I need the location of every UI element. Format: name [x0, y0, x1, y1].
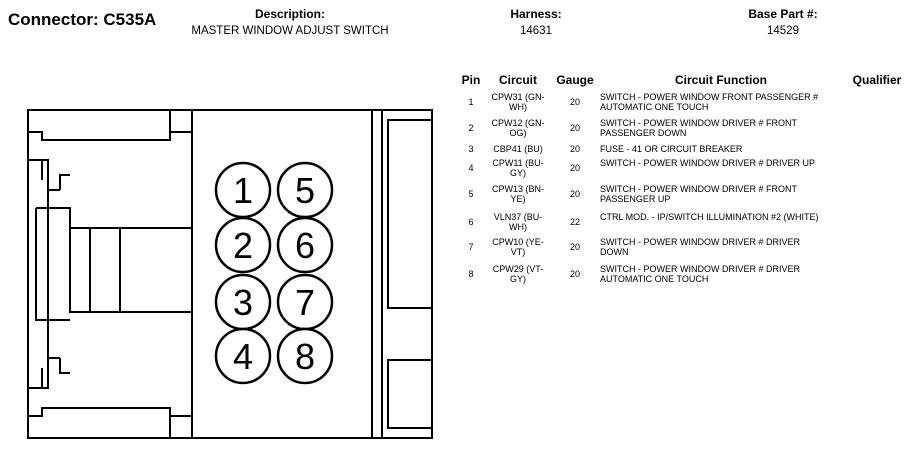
pin-number-6: 6: [295, 225, 315, 266]
table-row-gauge: 22: [569, 217, 580, 227]
table-row-gauge: 20: [569, 242, 580, 252]
pin-cavity-6: [276, 216, 334, 274]
base-part-label: Base Part #:: [748, 7, 818, 21]
pin-number-4: 4: [233, 336, 253, 377]
table-row-gauge: 20: [569, 269, 580, 279]
table-row-circuit: CPW10 (YE-VT): [492, 237, 544, 257]
table-row-circuit-function: FUSE - 41 OR CIRCUIT BREAKER: [600, 144, 743, 154]
col-head-circuit-function: Circuit Function: [675, 73, 767, 87]
pin-number-7: 7: [295, 282, 315, 323]
table-row-pin: 8: [468, 269, 474, 279]
connector-title: Connector: C535A: [8, 10, 157, 29]
description-label: Description:: [254, 7, 325, 21]
pin-number-5: 5: [295, 170, 315, 211]
table-row-pin: 7: [468, 242, 474, 252]
table-row-circuit: CPW13 (BN-YE): [491, 184, 544, 204]
harness-value: 14631: [520, 25, 552, 37]
table-row-circuit: CPW12 (GN-OG): [491, 118, 545, 138]
col-head-circuit: Circuit: [498, 73, 537, 87]
table-row-gauge: 20: [569, 144, 580, 154]
description-value: MASTER WINDOW ADJUST SWITCH: [191, 25, 389, 37]
pin-number-8: 8: [295, 336, 315, 377]
harness-label: Harness:: [510, 7, 562, 21]
pin-cavity-8: [276, 327, 334, 385]
table-row-circuit-function: CTRL MOD. - IP/SWITCH ILLUMINATION #2 (W…: [600, 212, 819, 222]
table-row-pin: 2: [468, 123, 474, 133]
table-row-pin: 6: [468, 217, 474, 227]
table-row-pin: 5: [468, 189, 474, 199]
table-row-gauge: 20: [569, 123, 580, 133]
table-row-pin: 3: [468, 144, 474, 154]
col-head-pin: Pin: [461, 73, 481, 87]
pin-number-3: 3: [233, 282, 253, 323]
col-head-qualifier: Qualifier: [852, 73, 902, 87]
col-head-gauge: Gauge: [556, 73, 594, 87]
pin-number-2: 2: [233, 225, 253, 266]
table-row-gauge: 20: [569, 97, 580, 107]
pin-number-1: 1: [233, 170, 253, 211]
table-row-circuit: CPW29 (VT-GY): [492, 264, 544, 284]
table-row-circuit: CPW31 (GN-WH): [491, 92, 545, 112]
pin-cavity-2: [214, 216, 272, 274]
base-part-value: 14529: [767, 25, 799, 37]
table-row-circuit: CPW11 (BU-GY): [492, 158, 544, 178]
pin-cavity-4: [214, 327, 272, 385]
table-row-pin: 4: [468, 163, 474, 173]
table-row-circuit: CBP41 (BU): [493, 144, 543, 154]
table-row-circuit-function: SWITCH - POWER WINDOW DRIVER # DRIVER UP: [600, 158, 816, 168]
table-row-pin: 1: [468, 97, 474, 107]
table-row-gauge: 20: [569, 189, 580, 199]
table-row-circuit: VLN37 (BU-WH): [493, 212, 543, 232]
table-row-circuit-function: SWITCH - POWER WINDOW FRONT PASSENGER #A…: [600, 92, 819, 112]
table-row-gauge: 20: [569, 163, 580, 173]
